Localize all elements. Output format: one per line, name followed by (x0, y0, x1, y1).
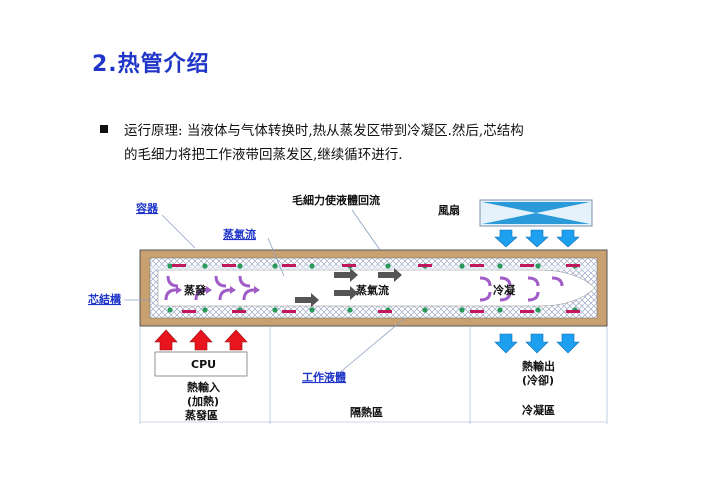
vapor-flow-mid-label: 蒸氣流 (356, 283, 389, 297)
zone-dividers (139, 326, 608, 424)
heat-output-label: 熱輸出 (522, 359, 555, 373)
heat-input-arrows (154, 329, 248, 351)
wick-label: 芯結構 (88, 292, 121, 306)
cpu-box (154, 351, 248, 377)
cooling-air-arrows-top (494, 229, 580, 248)
leader-lines (124, 209, 406, 375)
bullet-text-line-2: 的毛细力将把工作液带回蒸发区,继续循环进行. (124, 147, 403, 163)
fan-icon (479, 199, 593, 227)
bullet-marker (100, 125, 108, 133)
cooling-label: (冷卻) (522, 373, 554, 387)
working-fluid-label: 工作液體 (302, 370, 346, 384)
fan-label: 風扇 (438, 203, 460, 217)
liquid-flow-markers (172, 264, 580, 313)
cpu-label: CPU (191, 358, 216, 371)
cooling-air-arrows-bottom (494, 333, 580, 354)
condensation-zone-label: 冷凝區 (522, 403, 555, 417)
page-title: 2.热管介绍 (92, 52, 210, 77)
adiabatic-zone-label: 隔熱區 (350, 405, 383, 419)
evaporation-zone-label: 蒸發區 (185, 408, 218, 422)
condensation-label: 冷凝 (493, 283, 516, 297)
evaporation-arrows (164, 275, 255, 301)
evaporation-label: 蒸發 (184, 283, 207, 297)
heat-input-label: 熱輸入 (187, 380, 220, 394)
wick-particles (167, 263, 578, 313)
container-label: 容器 (135, 201, 159, 215)
condensation-arrows (479, 276, 564, 302)
bullet-text-line-1: 运行原理: 当液体与气体转换时,热从蒸发区带到冷凝区.然后,芯结构 (124, 123, 524, 139)
capillary-return-label: 毛細力使液體回流 (292, 193, 380, 207)
vapor-flow-arrows (295, 268, 402, 307)
heating-label: (加熱) (187, 394, 219, 408)
vapor-flow-top-label: 蒸氣流 (223, 227, 256, 241)
